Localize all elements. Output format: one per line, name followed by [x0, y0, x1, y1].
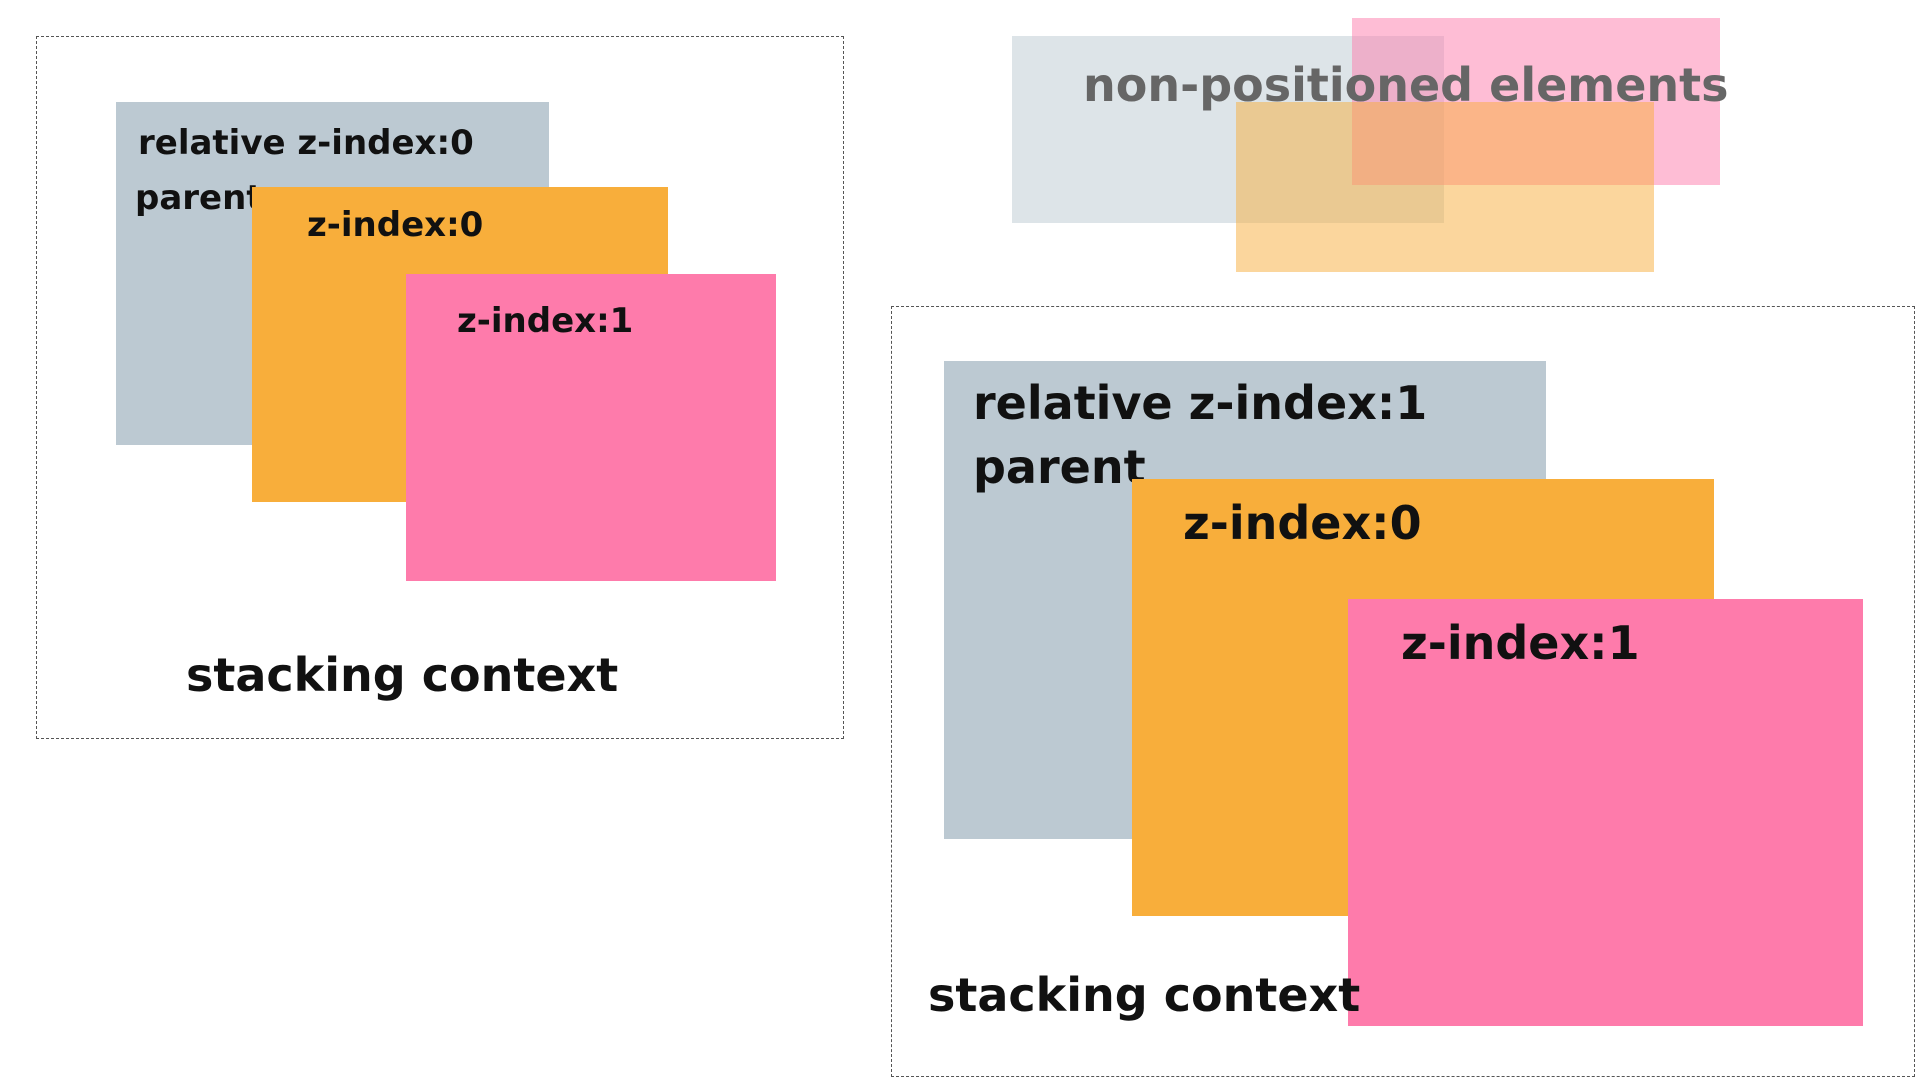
right-child-one-box — [1348, 599, 1863, 1026]
right-context-caption: stacking context — [928, 968, 1361, 1022]
left-parent-sub: parent — [135, 178, 263, 218]
non-positioned-label: non-positioned elements — [1083, 58, 1729, 112]
right-stacking-context — [891, 306, 1915, 1077]
left-child-zero-label: z-index:0 — [307, 205, 484, 245]
left-child-one-label: z-index:1 — [457, 301, 634, 341]
right-child-one-label: z-index:1 — [1401, 616, 1640, 670]
left-context-caption: stacking context — [186, 648, 619, 702]
left-child-one-box — [406, 274, 776, 581]
left-parent-label: relative z-index:0 — [138, 123, 474, 163]
right-child-zero-label: z-index:0 — [1183, 496, 1422, 550]
left-stacking-context — [36, 36, 844, 739]
right-parent-sub: parent — [973, 440, 1146, 494]
non-positioned-orange — [1236, 102, 1654, 272]
right-parent-label: relative z-index:1 — [973, 376, 1428, 430]
